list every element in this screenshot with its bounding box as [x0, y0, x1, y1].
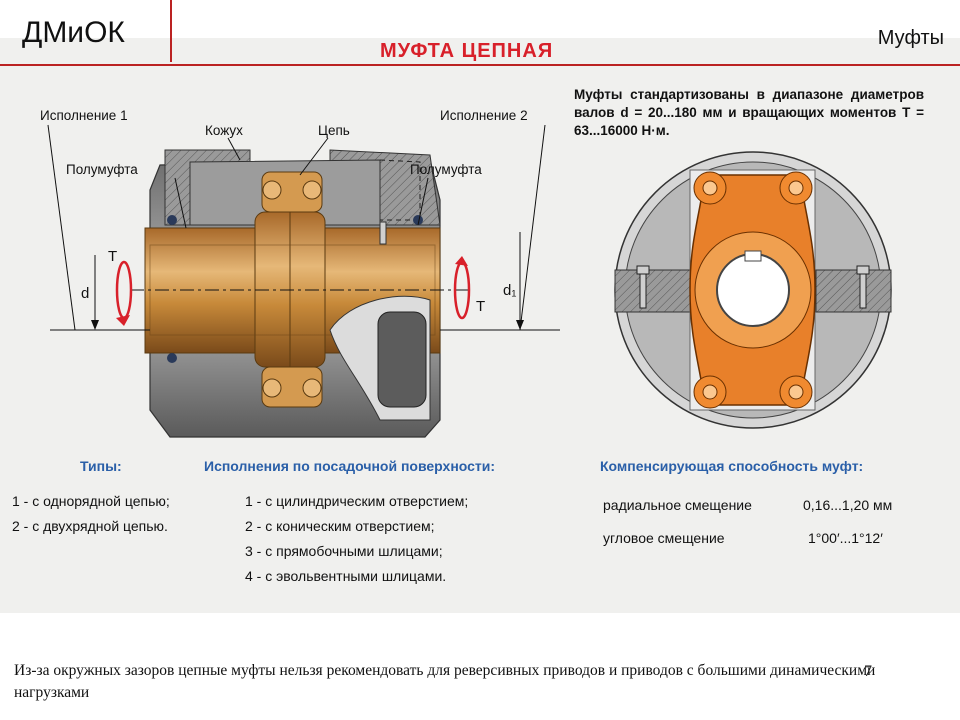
variant-item: 1 - с цилиндрическим отверстием; [245, 493, 469, 509]
type-item: 1 - с однорядной цепью; [12, 493, 170, 509]
torque-left-arrow [115, 260, 133, 326]
chain-top [261, 171, 323, 213]
label-torque-right: T [476, 298, 486, 315]
leader-lines [47, 124, 560, 331]
label-variant-2: Исполнение 2 [440, 108, 528, 123]
label-torque-left: T [108, 248, 118, 265]
page-number: 7 [864, 663, 872, 680]
label-casing: Кожух [205, 123, 243, 138]
label-dim-d: d [81, 285, 90, 302]
radial-offset-label: радиальное смещение [603, 497, 752, 513]
label-half-coupling-right: Полумуфта [410, 162, 482, 177]
variants-heading: Исполнения по посадочной поверхности: [204, 458, 496, 474]
footer-note: Из-за окружных зазоров цепные муфты нель… [14, 662, 876, 701]
label-half-coupling-left: Полумуфта [66, 162, 138, 177]
end-view [614, 151, 892, 429]
chain-bottom [261, 366, 323, 408]
angular-offset-value: 1°00′...1°12′ [808, 530, 883, 546]
torque-right-arrow [453, 256, 471, 320]
header-divider [0, 64, 960, 66]
label-dim-d1: d₁ [503, 282, 517, 299]
types-heading: Типы: [80, 458, 122, 474]
header-separator [170, 0, 172, 62]
compensation-heading: Компенсирующая способность муфт: [600, 458, 864, 474]
variant-item: 4 - с эвольвентными шлицами. [245, 568, 447, 584]
standardization-note: Муфты стандартизованы в диапазоне диамет… [574, 87, 924, 138]
variant-item: 2 - с коническим отверстием; [245, 518, 435, 534]
variant-item: 3 - с прямобочными шлицами; [245, 543, 443, 559]
label-chain: Цепь [318, 123, 350, 138]
label-variant-1: Исполнение 1 [40, 108, 128, 123]
angular-offset-label: угловое смещение [603, 530, 725, 546]
course-title: ДМиОК [22, 16, 125, 49]
topic-title: Муфты [877, 27, 944, 49]
slide-title: МУФТА ЦЕПНАЯ [380, 40, 554, 62]
type-item: 2 - с двухрядной цепью. [12, 518, 168, 534]
radial-offset-value: 0,16...1,20 мм [803, 497, 893, 513]
